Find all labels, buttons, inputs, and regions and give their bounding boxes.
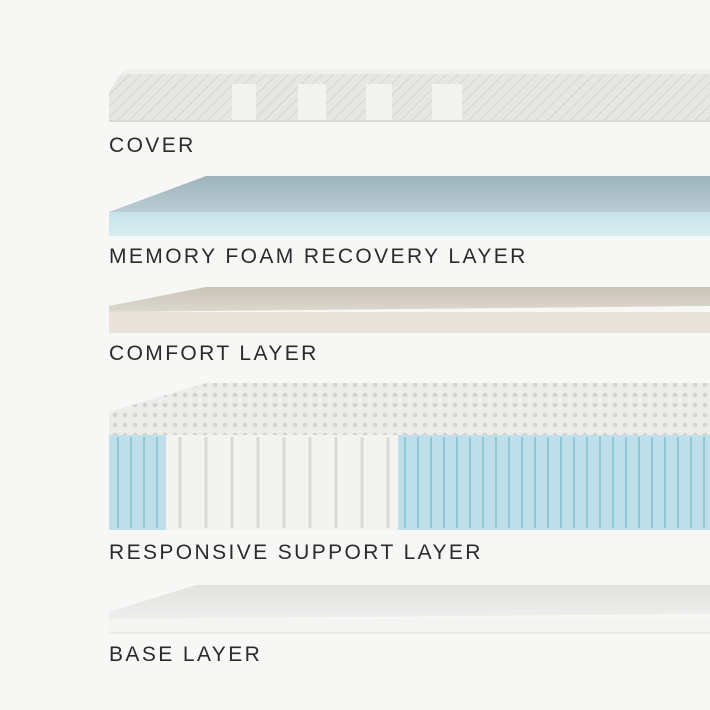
memory-foam-layer [109, 176, 710, 236]
comfort-label: COMFORT LAYER [109, 342, 319, 365]
memory-foam-label: MEMORY FOAM RECOVERY LAYER [109, 245, 528, 268]
cover-stripe [232, 84, 256, 121]
support-label: RESPONSIVE SUPPORT LAYER [109, 541, 483, 564]
base-label: BASE LAYER [109, 643, 263, 666]
cover-label: COVER [109, 134, 196, 157]
base-layer [109, 585, 710, 634]
cover-stripe [298, 84, 326, 121]
cover-layer [109, 69, 710, 122]
comfort-layer [109, 287, 710, 333]
support-layer [109, 383, 710, 530]
cover-stripe [432, 84, 462, 121]
cover-stripe [366, 84, 392, 121]
